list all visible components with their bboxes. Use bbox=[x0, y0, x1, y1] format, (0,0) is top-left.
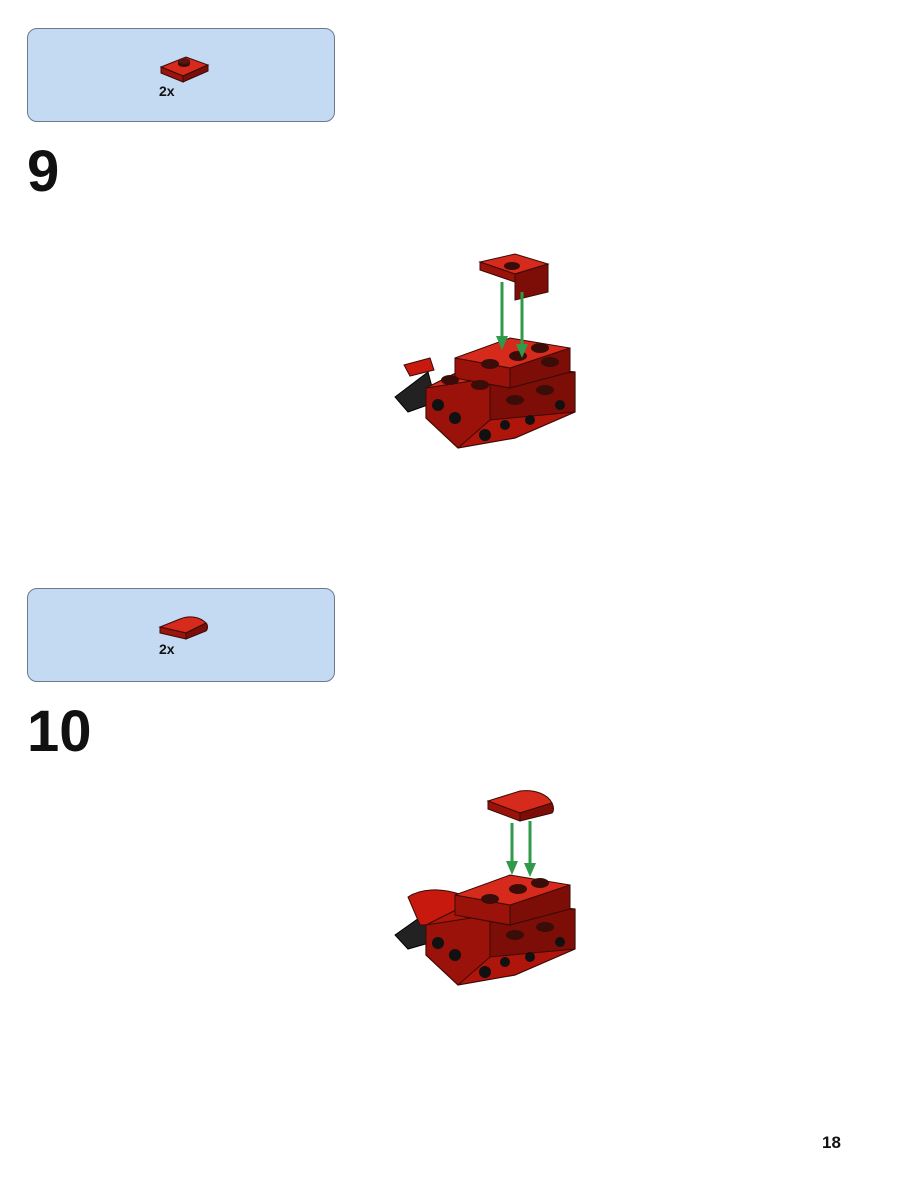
part-quantity: 2x bbox=[159, 641, 175, 657]
parts-callout-step-10: 2x bbox=[27, 588, 335, 682]
parts-callout-step-9: 2x bbox=[27, 28, 335, 122]
red-curved-slope-1x2-icon bbox=[158, 616, 208, 640]
page-number: 18 bbox=[822, 1133, 841, 1152]
red-plate-1x2-jumper-icon bbox=[159, 56, 210, 83]
step-number-10: 10 bbox=[27, 699, 92, 764]
step-number-9: 9 bbox=[27, 139, 60, 204]
part-quantity: 2x bbox=[159, 83, 175, 99]
step-10-assembly-illustration bbox=[394, 790, 576, 986]
step-9-assembly-illustration bbox=[394, 253, 576, 449]
